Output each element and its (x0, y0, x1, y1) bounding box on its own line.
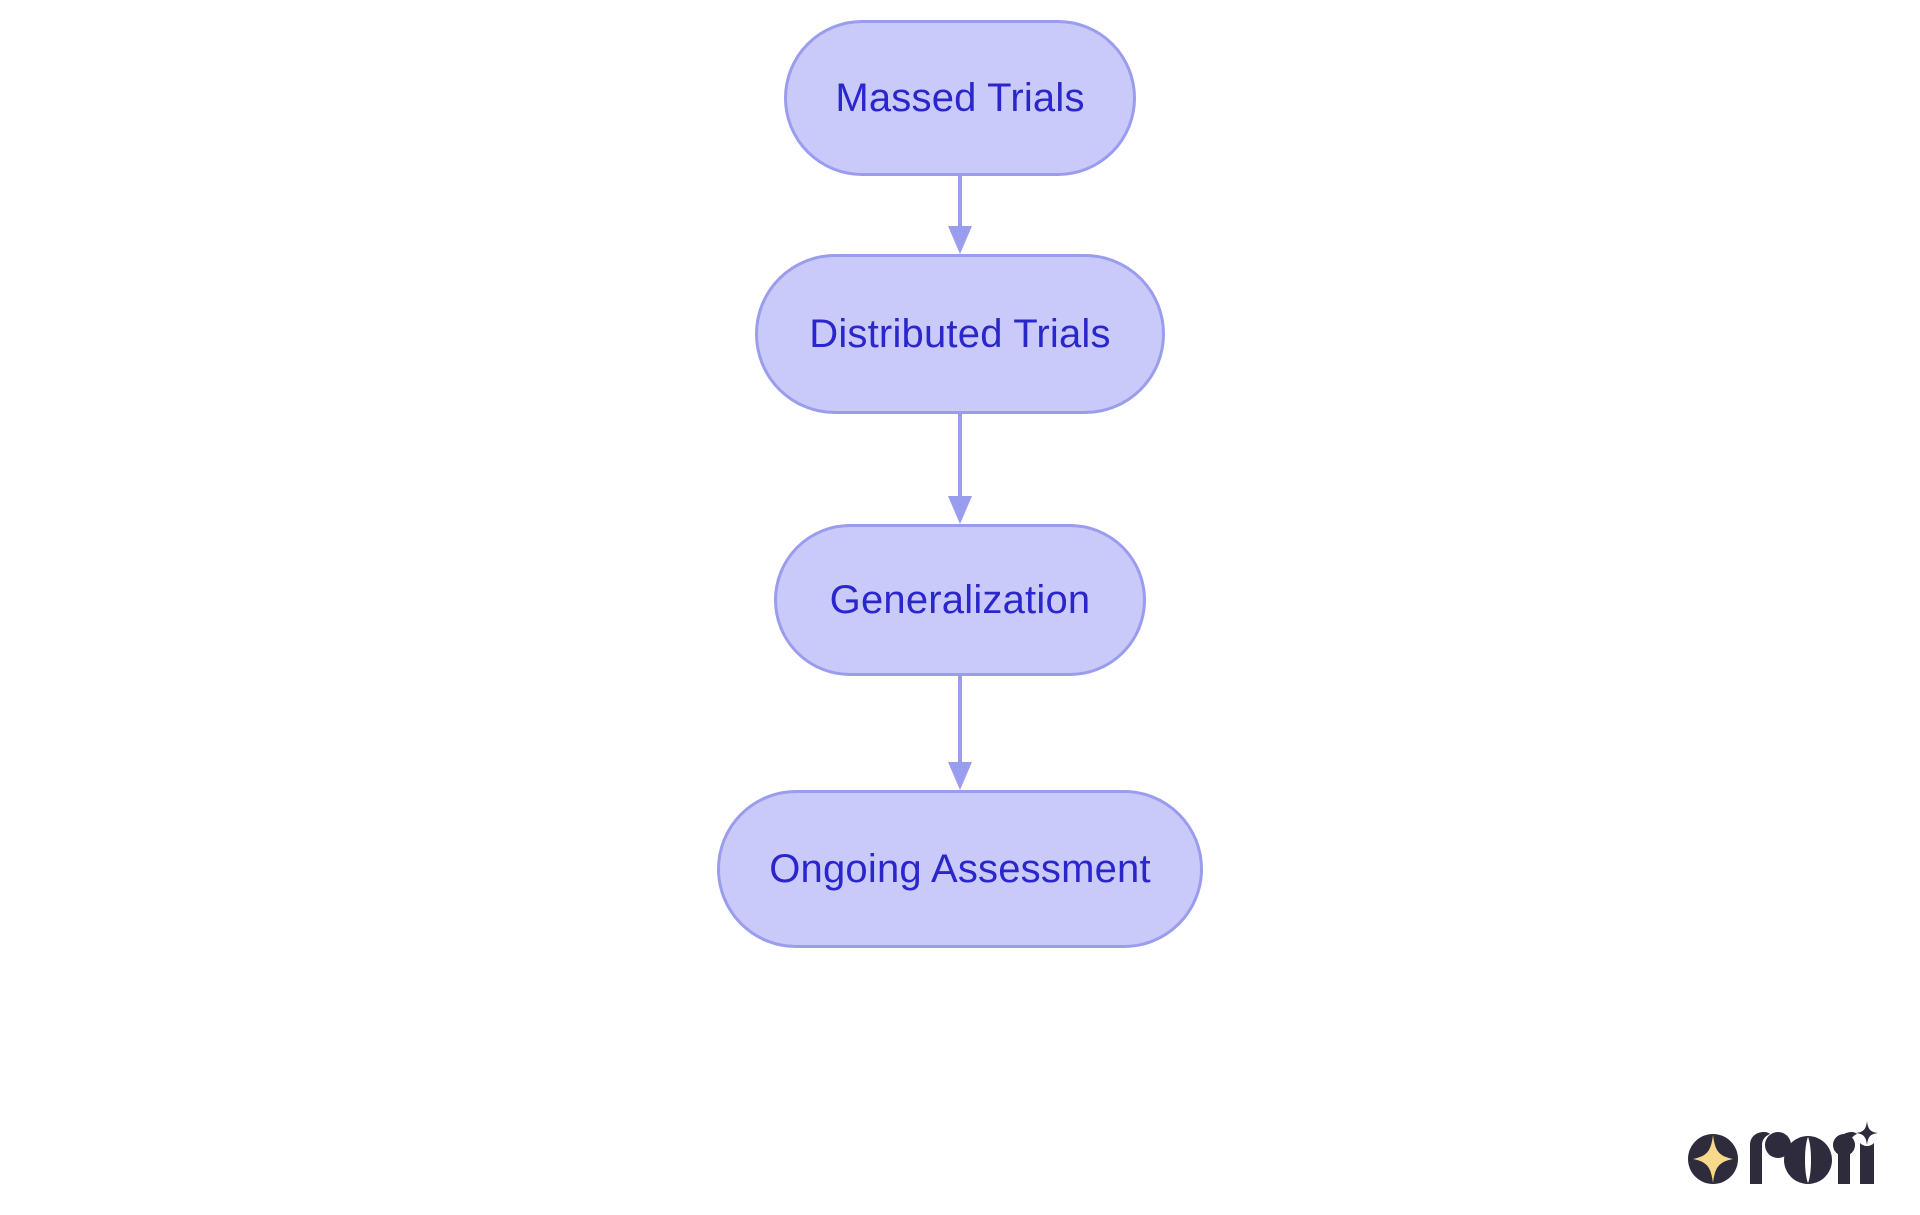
logo-letter-i-stem (1860, 1143, 1874, 1184)
logo-star-icon (1693, 1135, 1733, 1183)
connector-line (958, 676, 962, 762)
logo-letter-r-1 (1750, 1132, 1770, 1184)
logo-sparkle-icon (1856, 1121, 1878, 1145)
logo-letter-r-2-ball (1833, 1134, 1855, 1156)
down-arrow-icon (948, 226, 972, 254)
flow-node-column: Massed Trials Distributed Trials General… (717, 0, 1203, 948)
connector-generalization-to-ongoing (945, 676, 975, 790)
down-arrow-icon (948, 762, 972, 790)
logo-letter-r-1-ball (1765, 1132, 1791, 1158)
connector-distributed-to-generalization (945, 414, 975, 524)
flow-node-massed-trials[interactable]: Massed Trials (784, 20, 1136, 176)
connector-line (958, 414, 962, 496)
flow-node-ongoing-assessment[interactable]: Ongoing Assessment (717, 790, 1203, 948)
logo-letter-o-split (1805, 1137, 1811, 1183)
rori-logo-icon (1688, 1121, 1878, 1184)
down-arrow-icon (948, 496, 972, 524)
top-spacer (960, 0, 961, 20)
flow-node-label: Generalization (829, 578, 1091, 622)
rori-logo (1688, 1121, 1878, 1185)
flow-node-label: Distributed Trials (809, 312, 1111, 356)
flow-node-label: Massed Trials (835, 76, 1085, 120)
connector-line (958, 176, 962, 226)
flow-node-distributed-trials[interactable]: Distributed Trials (755, 254, 1165, 414)
flow-node-generalization[interactable]: Generalization (774, 524, 1146, 676)
flow-node-label: Ongoing Assessment (769, 847, 1151, 891)
connector-massed-to-distributed (945, 176, 975, 254)
